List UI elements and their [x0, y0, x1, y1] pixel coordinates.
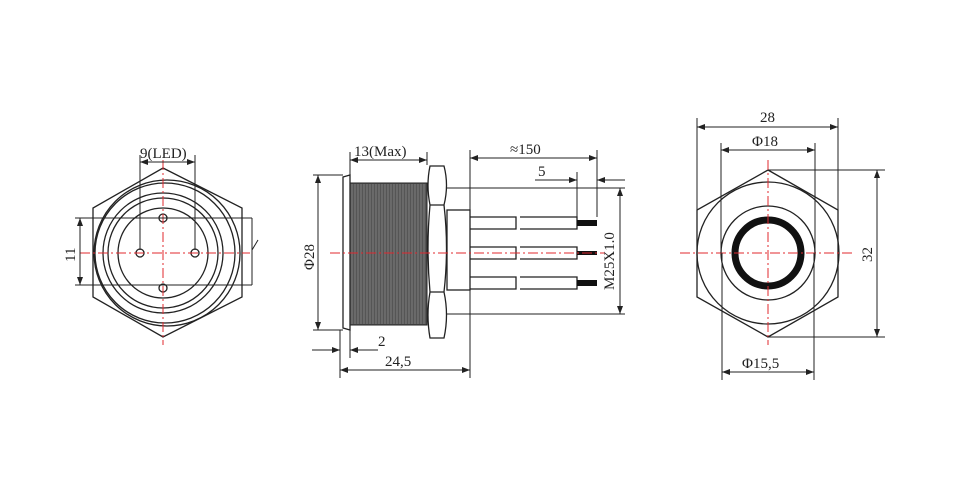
strip-length: 5 [538, 164, 546, 180]
diameter-28: Φ28 [302, 244, 318, 270]
side-view: Φ28 13(Max) ≈150 5 M25X1.0 2 24,5 [302, 142, 625, 378]
total-length: 24,5 [385, 354, 411, 370]
wire-length: ≈150 [510, 142, 541, 158]
width-28: 28 [760, 110, 775, 126]
thread-length: 13(Max) [354, 144, 407, 160]
flange-thickness: 2 [378, 334, 386, 350]
led-dimension: 9(LED) [140, 146, 187, 162]
front-view: 9(LED) 11 [63, 146, 259, 345]
back-view: 28 Φ18 32 Φ15,5 [680, 110, 885, 380]
ring-diameter: Φ15,5 [742, 356, 779, 372]
inner-diameter: Φ18 [752, 134, 778, 150]
height-32: 32 [860, 247, 876, 262]
thread-spec: M25X1.0 [602, 232, 618, 290]
height-dimension: 11 [63, 248, 79, 262]
